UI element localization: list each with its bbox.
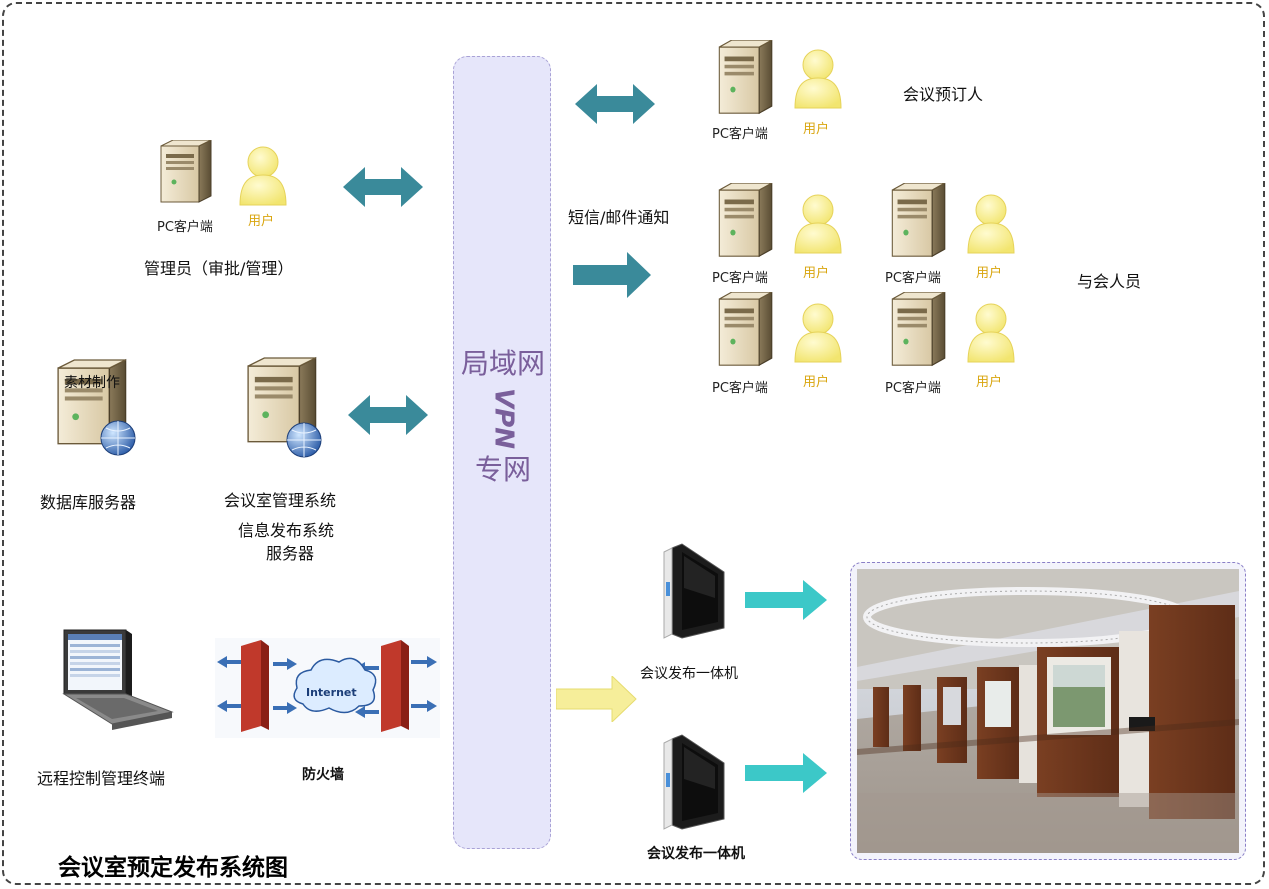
attendee1-user-icon [794,194,842,254]
db-server-label: 数据库服务器 [40,493,137,512]
lan-label-part3: 专网 [474,453,531,486]
attendee3-server-icon [718,292,773,366]
attendee2-pc-label: PC客户端 [885,271,941,286]
kiosk1-icon [663,543,725,639]
diagram-title: 会议室预定发布系统图 [58,855,288,881]
attendee3-pc-label: PC客户端 [712,381,768,396]
kiosk1-label: 会议发布一体机 [640,666,738,682]
admin-lan-double-arrow [343,167,423,207]
attendees-label: 与会人员 [1077,272,1142,291]
meeting-server-line1: 会议室管理系统 [224,491,337,510]
lan-vpn-label: 局域网 VPN 专网 [454,347,552,486]
admin-label: 管理员（审批/管理） [144,259,294,278]
firewall-label: 防火墙 [302,767,344,783]
lan-label-vpn: VPN [488,388,519,449]
kiosk1-arrow [745,580,827,620]
kiosk2-arrow [745,753,827,793]
meeting-room-photo-frame [850,562,1246,860]
booker-label: 会议预订人 [903,85,984,104]
lan-vpn-bus: 局域网 VPN 专网 [453,56,551,849]
booker-user-icon [794,49,842,109]
internet-cloud-label: Internet [306,686,357,699]
meeting-server-icon [247,357,322,458]
laptop-icon [62,629,174,730]
meeting-server-line2: 信息发布系统 [238,521,335,540]
lan-label-part1: 局域网 [460,347,545,380]
admin-user-label: 用户 [248,214,275,229]
attendee2-user-icon [967,194,1015,254]
kiosk2-label: 会议发布一体机 [647,846,745,862]
notify-label: 短信/邮件通知 [568,208,670,227]
attendee3-user-icon [794,303,842,363]
meeting-room-photo [857,569,1239,853]
server-lan-double-arrow [348,395,428,435]
attendee2-server-icon [891,183,946,257]
lan-to-kiosk-arrow [556,676,637,722]
meeting-server-line3: 服务器 [266,544,315,563]
kiosk2-icon [663,734,725,830]
notify-arrow [573,252,651,298]
attendee2-user-label: 用户 [976,266,1003,281]
attendee4-server-icon [891,292,946,366]
attendee4-user-label: 用户 [976,375,1003,390]
attendee1-user-label: 用户 [803,266,830,281]
attendee4-pc-label: PC客户端 [885,381,941,396]
booker-pc-label: PC客户端 [712,127,768,142]
remote-terminal-label: 远程控制管理终端 [37,769,166,788]
admin-user-icon [239,146,287,206]
database-server-icon [57,359,136,456]
booker-user-label: 用户 [803,122,830,137]
booker-lan-double-arrow [575,84,655,124]
attendee3-user-label: 用户 [803,375,830,390]
attendee1-server-icon [718,183,773,257]
attendee4-user-icon [967,303,1015,363]
admin-pc-label: PC客户端 [157,220,213,235]
firewall-internet-icon [215,638,440,738]
attendee1-pc-label: PC客户端 [712,271,768,286]
db-server-tag: 素材制作 [64,375,120,391]
booker-server-icon [718,40,773,114]
admin-server-icon [160,140,212,203]
